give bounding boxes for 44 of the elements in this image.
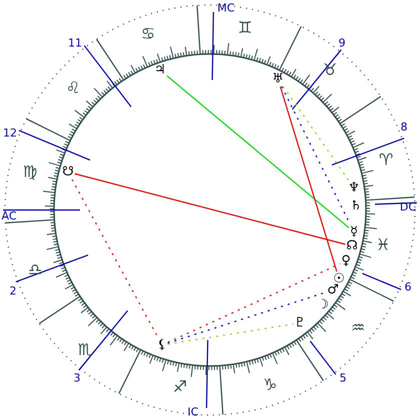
zodiac-sign-glyph: ♏ [78, 342, 92, 358]
house-cusp-label: 3 [74, 372, 80, 384]
house-cusp-label: 9 [338, 38, 346, 48]
planet-glyph: ☿ [350, 226, 358, 238]
house-cusp-label: IC [188, 406, 198, 418]
zodiac-sign-glyph: ♍ [22, 164, 38, 180]
zodiac-sign-glyph: ♌ [66, 80, 80, 96]
planet-glyph: ♆ [348, 182, 360, 194]
zodiac-sign-glyph: ♒ [350, 320, 366, 336]
house-cusp-label: 2 [10, 286, 16, 296]
planet-glyph: ☊ [346, 240, 358, 252]
dashed-aspect-line [168, 263, 340, 343]
aspect-line [74, 173, 346, 245]
planet-glyph: ♀ [341, 254, 351, 268]
zodiac-sign-glyph: ♑ [262, 377, 278, 393]
dashed-aspect-line [168, 324, 294, 345]
planet-glyph: ⚸ [157, 338, 167, 352]
house-cusp-label: 11 [68, 38, 82, 48]
zodiac-sign-glyph: ♋ [140, 26, 156, 42]
planet-glyph: ♃ [154, 64, 166, 76]
house-cusp-label: MC [217, 2, 235, 14]
house-cusp-label: 8 [400, 122, 408, 132]
house-cusp-label: 12 [3, 128, 17, 138]
planet-glyph: ☋ [62, 166, 74, 178]
dashed-aspect-line [281, 86, 351, 225]
planet-glyph: ♂ [327, 284, 339, 296]
planet-glyph: ♇ [294, 316, 306, 330]
dashed-aspect-line [282, 86, 350, 181]
zodiac-sign-glyph: ♓ [376, 237, 390, 253]
house-cusp-label: 5 [340, 372, 346, 384]
zodiac-sign-glyph: ♈ [378, 152, 394, 168]
zodiac-sign-glyph: ♎ [28, 262, 42, 278]
planet-glyph: ☉ [333, 272, 345, 286]
zodiac-sign-glyph: ♐ [172, 379, 188, 395]
planet-glyph: ♄ [350, 200, 362, 212]
house-cusp-label: 6 [404, 282, 412, 292]
aspect-line [166, 75, 350, 228]
aspect-line [280, 86, 338, 272]
zodiac-sign-glyph: ♊ [238, 20, 252, 36]
planet-glyph: ♅ [272, 72, 284, 86]
zodiac-sign-glyph: ♉ [322, 62, 338, 78]
dashed-aspect-line [72, 179, 158, 338]
house-cusp-label: AC [2, 210, 16, 222]
planet-glyph: ☽ [317, 298, 329, 312]
